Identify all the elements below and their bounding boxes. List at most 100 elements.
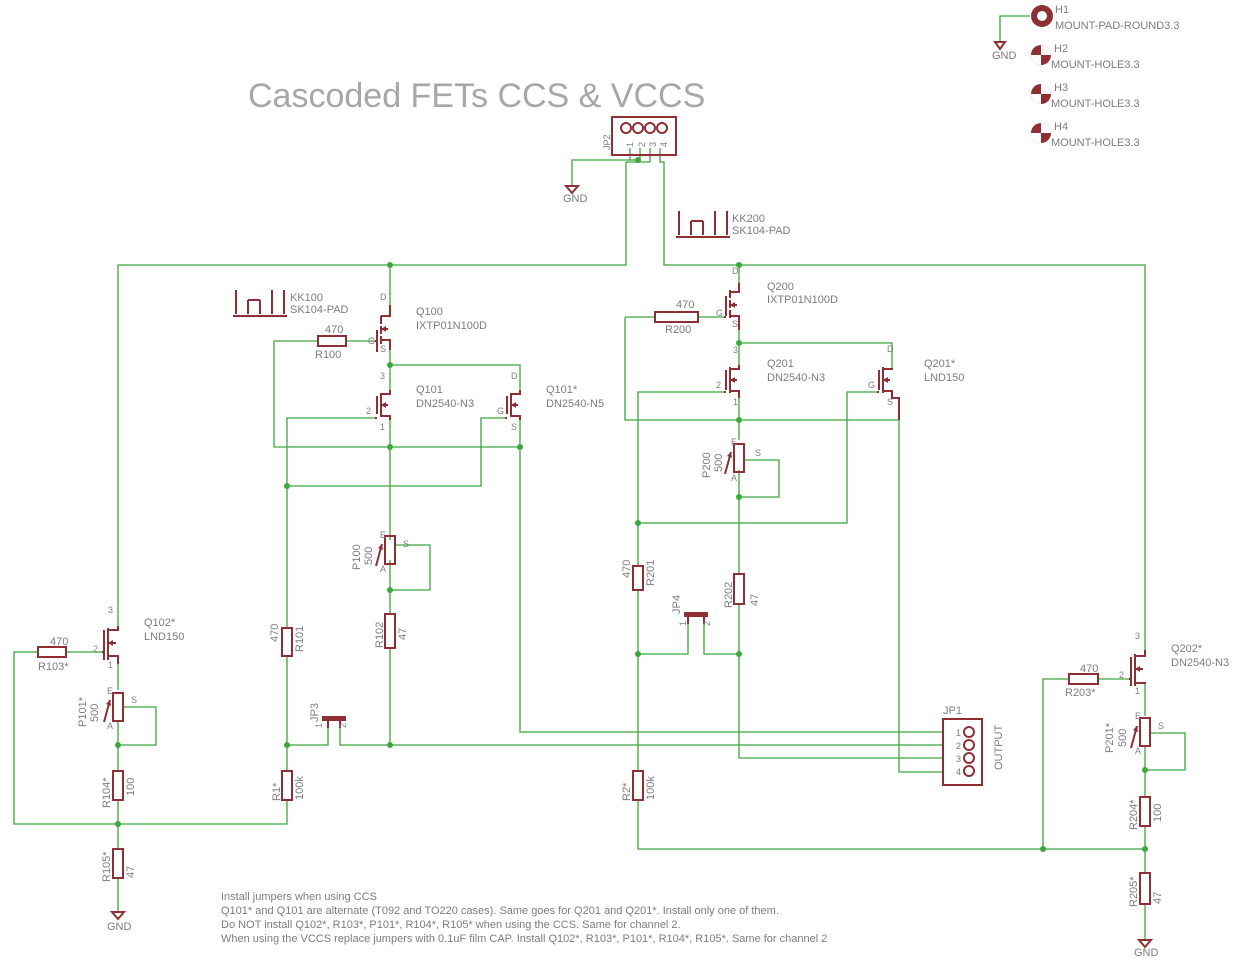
q201s-value: LND150 (924, 372, 964, 384)
r201-name: R201 (645, 560, 657, 586)
svg-text:GND: GND (992, 50, 1017, 62)
jumper-jp4: JP4 1 2 (671, 595, 712, 626)
q202-value: DN2540-N3 (1171, 657, 1229, 669)
svg-text:3: 3 (1135, 631, 1140, 641)
svg-text:GND: GND (1134, 947, 1159, 959)
gnd-symbol-h1: GND (992, 41, 1017, 62)
gnd-symbol-jp2: GND (563, 185, 588, 205)
svg-text:470: 470 (1080, 663, 1098, 675)
svg-text:3: 3 (108, 605, 113, 615)
mosfet-q100: D G S Q100 IXTP01N100D (368, 292, 487, 354)
svg-text:500: 500 (89, 704, 101, 722)
svg-text:S: S (380, 344, 386, 354)
wires (13, 15, 1186, 940)
svg-text:2: 2 (1119, 670, 1124, 680)
resistor-r105: R105* 47 (101, 848, 137, 882)
kk200-value: SK104-PAD (732, 225, 791, 237)
q201-value: DN2540-N3 (767, 372, 825, 384)
svg-text:1: 1 (956, 728, 961, 738)
svg-text:E: E (731, 437, 737, 447)
jp2-name: JP2 (602, 134, 612, 150)
svg-text:100: 100 (125, 778, 137, 796)
svg-text:E: E (1135, 711, 1141, 721)
svg-text:GND: GND (563, 193, 588, 205)
mosfet-q201-alt: D G S Q201* LND150 (868, 344, 964, 420)
mosfet-q101-alt: D G S Q101* DN2540-N5 (497, 371, 604, 432)
svg-text:G: G (497, 406, 504, 416)
svg-text:2: 2 (93, 644, 98, 654)
svg-text:S: S (403, 539, 409, 549)
h1-value: MOUNT-PAD-ROUND3.3 (1055, 20, 1179, 32)
svg-text:100: 100 (1152, 804, 1164, 822)
r203-name: R203* (1065, 687, 1096, 699)
trimmer-p201: E S A P201* 500 (1104, 711, 1164, 756)
svg-text:G: G (368, 336, 375, 346)
note-line-1: Install jumpers when using CCS (221, 891, 377, 903)
trimmer-p100: E S A P100 500 (351, 530, 409, 574)
svg-text:2: 2 (338, 723, 348, 728)
q101s-name: Q101* (546, 384, 578, 396)
svg-text:GND: GND (107, 921, 132, 933)
svg-text:2: 2 (366, 406, 371, 416)
r204-name: R204* (1128, 799, 1140, 830)
h3-value: MOUNT-HOLE3.3 (1051, 98, 1140, 110)
h4-value: MOUNT-HOLE3.3 (1051, 137, 1140, 149)
h1-name: H1 (1055, 4, 1069, 16)
svg-text:S: S (511, 422, 517, 432)
svg-text:E: E (107, 686, 113, 696)
jp4-name: JP4 (671, 595, 683, 614)
q202-name: Q202* (1171, 643, 1203, 655)
svg-text:100k: 100k (294, 776, 306, 800)
svg-text:47: 47 (749, 594, 761, 606)
resistor-r200: 470 R200 (654, 299, 699, 336)
r101-name: R101 (294, 626, 306, 652)
svg-text:2: 2 (956, 741, 961, 751)
q200-name: Q200 (767, 281, 794, 293)
mosfet-q102: 3 2 1 Q102* LND150 (93, 605, 184, 670)
heatsink-kk100: KK100 SK104-PAD (233, 290, 349, 317)
svg-text:470: 470 (676, 299, 694, 311)
output-header-jp1: JP1 1 2 3 4 OUTPUT (942, 705, 1005, 786)
jp3-name: JP3 (309, 703, 321, 722)
svg-text:S: S (755, 448, 761, 458)
resistor-r102: R102 47 (374, 613, 409, 649)
note-line-2: Q101* and Q101 are alternate (T092 and T… (221, 905, 779, 917)
svg-text:2: 2 (637, 142, 647, 147)
svg-text:1: 1 (733, 397, 738, 407)
p201-name: P201* (1104, 722, 1116, 753)
gnd-symbol-right: GND (1134, 939, 1159, 959)
mosfet-q101: 3 2 1 Q101 DN2540-N3 (366, 371, 474, 432)
r202-name: R202 (723, 582, 735, 608)
p200-name: P200 (701, 452, 713, 478)
junctions (115, 157, 1148, 852)
r103-name: R103* (38, 661, 69, 673)
svg-text:A: A (1135, 746, 1141, 756)
svg-text:4: 4 (659, 142, 669, 147)
svg-text:2: 2 (702, 621, 712, 626)
trimmer-p101: E S A P101* 500 (77, 686, 137, 731)
mount-hole-h3: H3 MOUNT-HOLE3.3 (1031, 82, 1140, 110)
gnd-symbol-left: GND (107, 911, 132, 933)
r205-name: R205* (1128, 876, 1140, 907)
kk100-name: KK100 (290, 292, 323, 304)
svg-text:A: A (380, 564, 386, 574)
svg-text:3: 3 (380, 371, 385, 381)
trimmer-p200: E S A P200 500 (701, 437, 761, 483)
svg-text:470: 470 (50, 636, 68, 648)
resistor-r204: R204* 100 (1128, 796, 1164, 830)
q201-name: Q201 (767, 358, 794, 370)
q200-value: IXTP01N100D (767, 294, 838, 306)
mount-hole-h4: H4 MOUNT-HOLE3.3 (1031, 121, 1140, 149)
svg-text:500: 500 (363, 547, 375, 565)
kk100-value: SK104-PAD (290, 304, 349, 316)
jp2-header: JP2 1 2 3 4 (602, 116, 677, 156)
q102-value: LND150 (144, 631, 184, 643)
p101-name: P101* (77, 696, 89, 727)
q100-name: Q100 (416, 306, 443, 318)
resistor-r203: 470 R203* (1065, 663, 1099, 699)
svg-text:4: 4 (956, 767, 961, 777)
diagram-title: Cascoded FETs CCS & VCCS (248, 77, 705, 115)
svg-text:D: D (887, 344, 894, 354)
h4-name: H4 (1054, 121, 1068, 133)
svg-text:2: 2 (716, 380, 721, 390)
